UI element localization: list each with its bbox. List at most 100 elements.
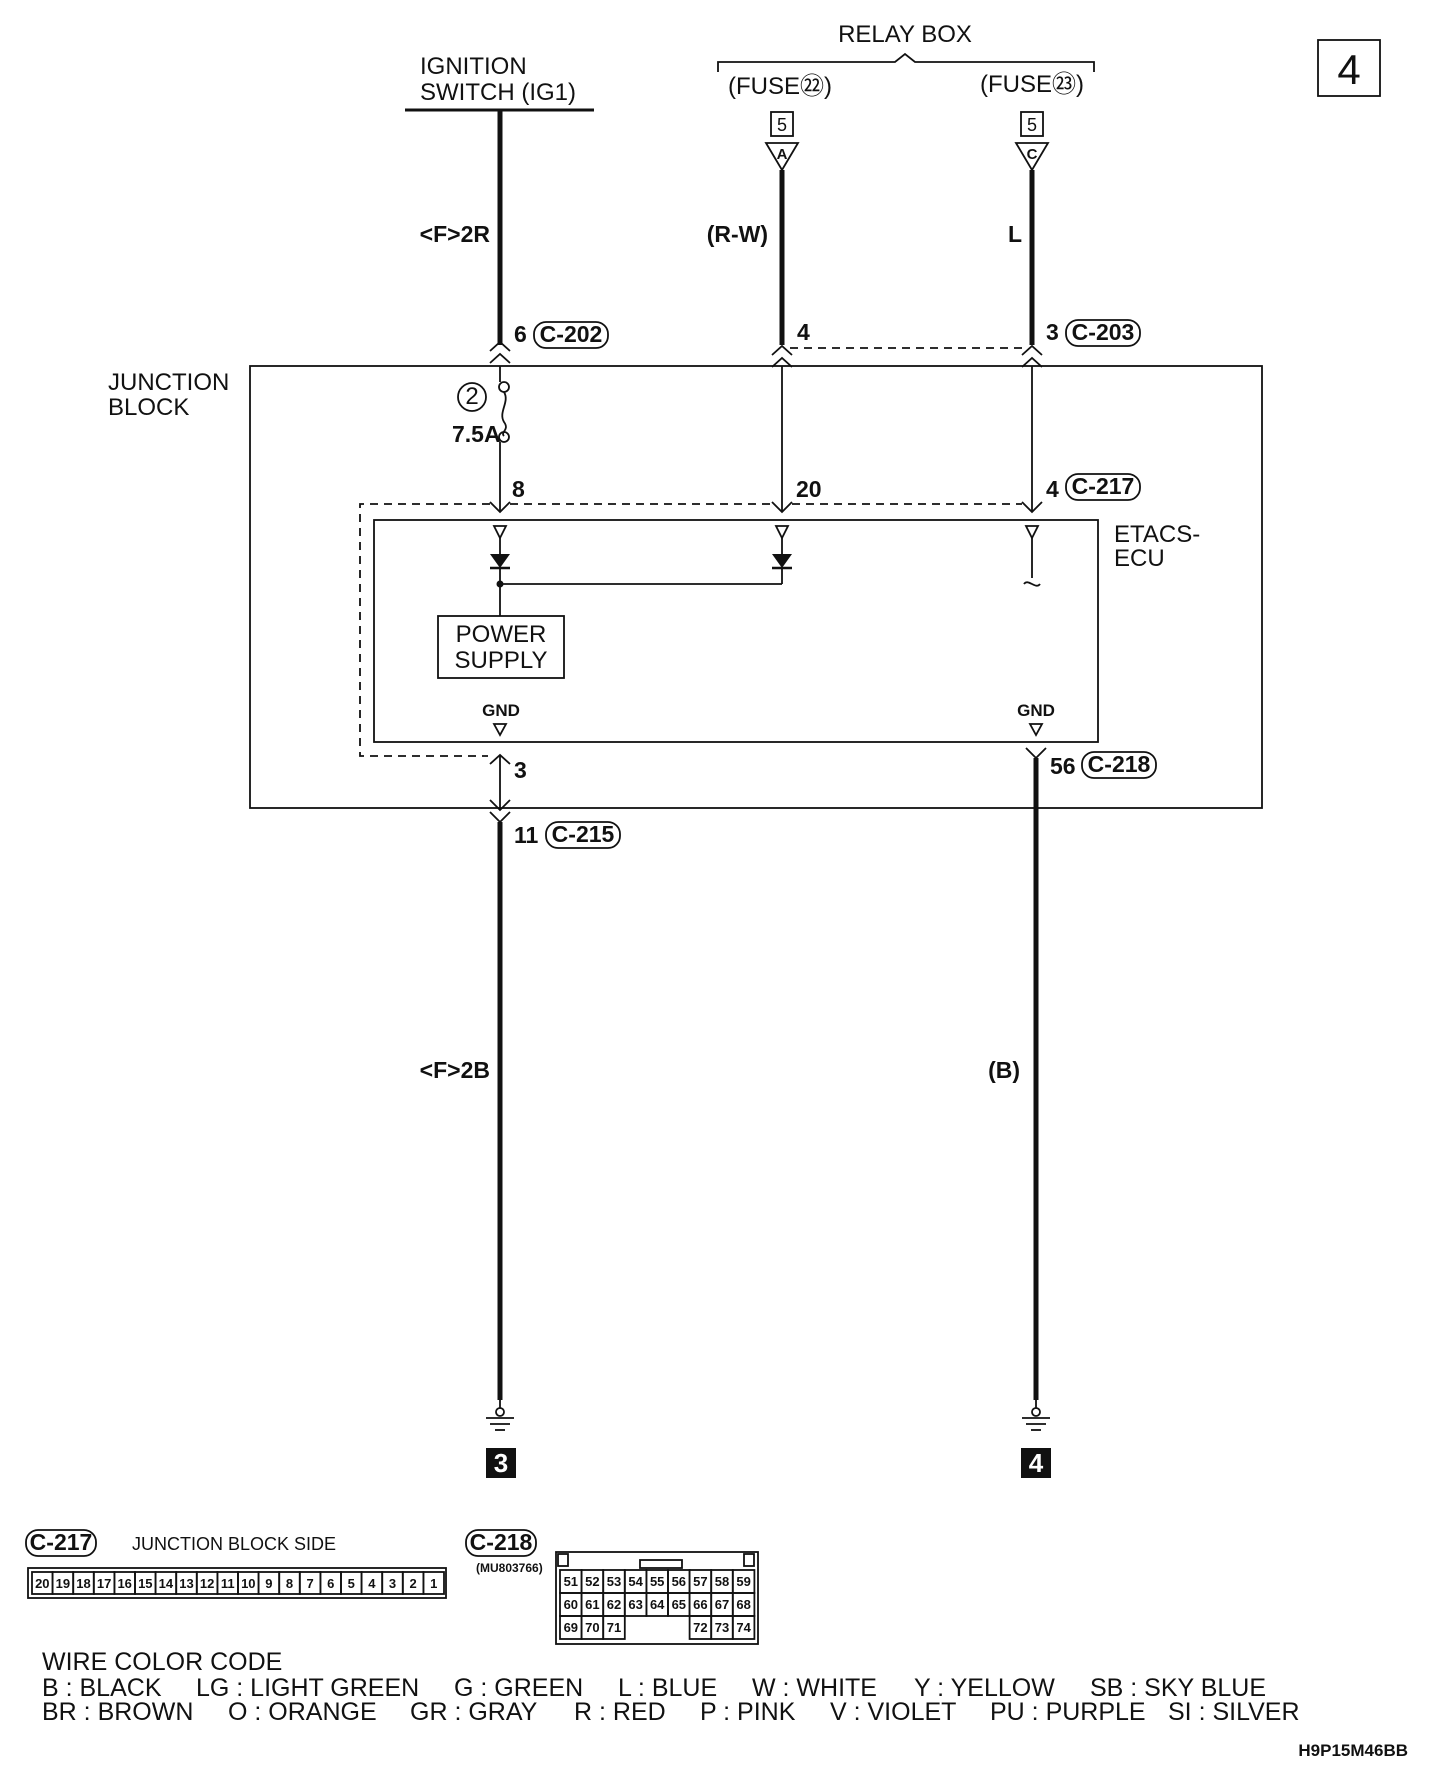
power-supply-line1: POWER xyxy=(456,621,547,648)
c217-pin-number: 14 xyxy=(159,1576,174,1591)
c217-pin-number: 13 xyxy=(179,1576,193,1591)
fuse-rating: 7.5A xyxy=(452,421,501,447)
c218-pin-number: 59 xyxy=(736,1574,750,1589)
c202-label-box xyxy=(533,321,609,349)
c218-pin-number: 57 xyxy=(693,1574,707,1589)
wire-color-code-entry: R : RED xyxy=(574,1698,666,1726)
c217-view-side: JUNCTION BLOCK SIDE xyxy=(132,1534,336,1554)
c218-pin-cell xyxy=(731,1615,756,1640)
wire-color-code-entry: SI : SILVER xyxy=(1168,1698,1300,1726)
diode-left-icon xyxy=(490,554,510,568)
c217-pin-number: 16 xyxy=(117,1576,131,1591)
c217-view-label: C-217 xyxy=(30,1529,93,1555)
c217-pin-number: 4 xyxy=(368,1576,376,1591)
c217-pin-number: 2 xyxy=(409,1576,416,1591)
c217-view-label-box xyxy=(25,1529,97,1557)
c215-label-box xyxy=(545,821,621,849)
relay-connector-right-num: 5 xyxy=(1027,115,1037,135)
c218-pin-number: 54 xyxy=(628,1574,643,1589)
wire-color-code-entry: P : PINK xyxy=(700,1698,796,1726)
c203-pin-right: 3 xyxy=(1046,319,1059,345)
relay-connector-left-num: 5 xyxy=(777,115,787,135)
wire-color-ground-right: (B) xyxy=(988,1057,1020,1083)
c217-pin-number: 8 xyxy=(286,1576,293,1591)
wire-color-code-entry: O : ORANGE xyxy=(228,1698,377,1726)
wire-color-fuse23: L xyxy=(1008,221,1022,247)
junction-block-line2: BLOCK xyxy=(108,394,189,421)
fuse-element-icon xyxy=(501,391,507,437)
ground-point-right: 4 xyxy=(1029,1448,1044,1478)
ecu-input-left-icon xyxy=(492,525,508,541)
c215-label: C-215 xyxy=(552,821,615,847)
c218-pin-number: 56 xyxy=(672,1574,686,1589)
c218-pin-number: 55 xyxy=(650,1574,664,1589)
connector-c203-right-marker xyxy=(1021,344,1043,368)
c217-pin-cell xyxy=(422,1571,445,1595)
gnd-left-label: GND xyxy=(482,701,520,720)
wire-color-code-entry: GR : GRAY xyxy=(410,1698,538,1726)
wire-color-fuse22: (R-W) xyxy=(707,221,768,247)
c218-pin-number: 66 xyxy=(693,1597,707,1612)
wire-color-code-entry: W : WHITE xyxy=(752,1674,877,1702)
relay-connector-left-box xyxy=(770,111,794,137)
c217-pin-mid: 20 xyxy=(796,476,822,502)
c217-pin-number: 18 xyxy=(76,1576,90,1591)
c218-pin-number: 62 xyxy=(607,1597,621,1612)
c203-pin-left: 4 xyxy=(797,319,810,345)
c218-pin-number: 60 xyxy=(564,1597,578,1612)
c217-label-box xyxy=(1065,473,1141,501)
c218-pin-number: 68 xyxy=(736,1597,750,1612)
c218-pin-number: 74 xyxy=(736,1620,751,1635)
c218-pin-number: 61 xyxy=(585,1597,599,1612)
c217-pin-number: 19 xyxy=(56,1576,70,1591)
relay-terminal-right-icon xyxy=(1014,142,1050,172)
c218-label: C-218 xyxy=(1088,751,1151,777)
wire-color-ignition: <F>2R xyxy=(420,221,491,247)
fuse-number: 2 xyxy=(465,383,478,410)
c218-pin-number: 52 xyxy=(585,1574,599,1589)
relay-connector-right-box xyxy=(1020,111,1044,137)
jb-dashed-harness xyxy=(359,503,1022,757)
c218-view-corner-left xyxy=(557,1553,569,1567)
power-supply-line2: SUPPLY xyxy=(455,647,548,674)
c217-pin-number: 11 xyxy=(221,1576,235,1591)
c217-pin-number: 15 xyxy=(138,1576,152,1591)
c218-pin-number: 71 xyxy=(607,1620,621,1635)
c217-arrow-right xyxy=(1021,501,1043,514)
relay-box-brace xyxy=(717,52,1095,72)
wire-color-code-entry: LG : LIGHT GREEN xyxy=(196,1674,419,1702)
etacs-ecu-line1: ETACS- xyxy=(1114,521,1200,548)
c217-view-outline xyxy=(27,1567,447,1599)
fuse-number-circle xyxy=(457,382,487,412)
relay-terminal-left-icon xyxy=(764,142,800,172)
gnd-right-label: GND xyxy=(1017,701,1055,720)
fuse-terminal-top xyxy=(498,381,510,393)
c217-label: C-217 xyxy=(1072,473,1135,499)
etacs-ecu-line2: ECU xyxy=(1114,545,1165,572)
power-supply-box xyxy=(437,615,565,679)
c218-label-box xyxy=(1081,751,1157,779)
c218-pin-number: 58 xyxy=(715,1574,729,1589)
c202-pin: 6 xyxy=(514,321,527,347)
c218-pin-number: 51 xyxy=(564,1574,578,1589)
ignition-switch-line2: SWITCH (IG1) xyxy=(420,79,576,106)
fuse-terminal-bottom xyxy=(498,431,510,443)
diode-mid-icon xyxy=(772,554,792,568)
c218-view-label-box xyxy=(465,1529,537,1557)
c217-pin-number: 9 xyxy=(265,1576,272,1591)
c217-pin-number: 20 xyxy=(35,1576,49,1591)
c217-pin-left: 8 xyxy=(512,476,525,502)
connector-c203-left-marker xyxy=(771,344,793,368)
c218-view-outline xyxy=(555,1551,759,1645)
wire-color-code-entry: L : BLUE xyxy=(618,1674,717,1702)
c217-pin-number: 1 xyxy=(430,1576,437,1591)
c218-pin-number: 73 xyxy=(715,1620,729,1635)
c218-view-lock-tab xyxy=(639,1559,683,1569)
c217-pin-number: 3 xyxy=(389,1576,396,1591)
ground-point-left-box xyxy=(486,1448,516,1478)
wire-color-code-title: WIRE COLOR CODE xyxy=(42,1648,282,1676)
